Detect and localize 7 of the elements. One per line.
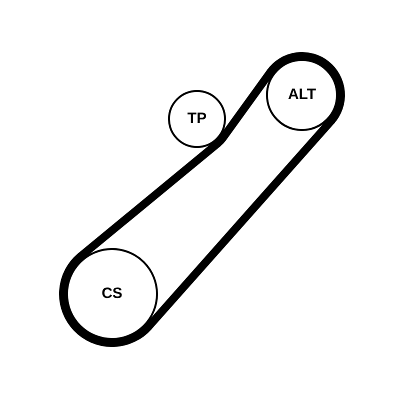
belt-segment	[218, 68, 274, 142]
pulley-circle	[66, 248, 158, 340]
pulley-label: ALT	[288, 86, 316, 104]
pulley-label: CS	[102, 286, 122, 302]
belt-segment	[76, 140, 222, 260]
pulley-label: TP	[187, 110, 207, 128]
belt-segment	[144, 116, 336, 331]
